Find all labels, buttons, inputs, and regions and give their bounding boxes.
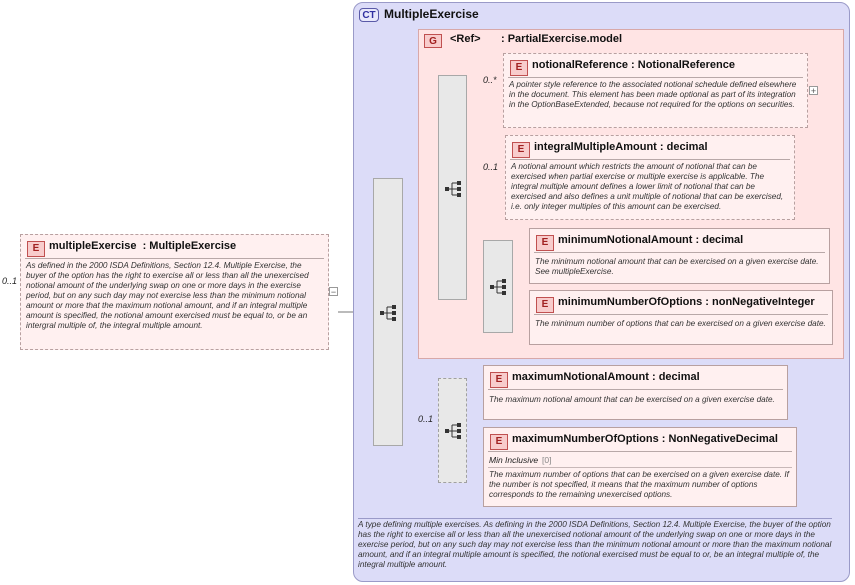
element-name: minimumNumberOfOptions bbox=[558, 296, 703, 308]
root-name: multipleExercise bbox=[49, 240, 137, 252]
element-maximum-notional-amount[interactable]: E maximumNotionalAmount : decimal The ma… bbox=[483, 365, 788, 420]
root-element-name: multipleExercise : MultipleExercise bbox=[49, 240, 236, 252]
complex-type-description: A type defining multiple exercises. As d… bbox=[358, 520, 832, 569]
element-notional-reference[interactable]: E notionalReference : NotionalReference … bbox=[503, 53, 808, 128]
element-tag: E bbox=[490, 434, 508, 450]
element-tag: E bbox=[536, 297, 554, 313]
element-type: : decimal bbox=[659, 141, 708, 153]
facet-value: [0] bbox=[542, 455, 552, 465]
element-name-line: integralMultipleAmount : decimal bbox=[534, 141, 708, 153]
occurrence-label: 0..1 bbox=[483, 162, 499, 172]
sequence-icon bbox=[445, 181, 461, 197]
element-tag: E bbox=[536, 235, 554, 251]
choice-occurrence: 0..1 bbox=[418, 414, 434, 424]
element-maximum-number-of-options[interactable]: E maximumNumberOfOptions : NonNegativeDe… bbox=[483, 427, 797, 507]
element-name: notionalReference bbox=[532, 59, 628, 71]
element-name-line: maximumNumberOfOptions : NonNegativeDeci… bbox=[512, 433, 778, 445]
element-name: minimumNotionalAmount bbox=[558, 234, 693, 246]
element-integral-multiple-amount[interactable]: E integralMultipleAmount : decimal A not… bbox=[505, 135, 795, 220]
root-description: As defined in the 2000 ISDA Definitions,… bbox=[26, 261, 309, 330]
group-tag: G bbox=[424, 34, 442, 48]
element-minimum-number-of-options[interactable]: E minimumNumberOfOptions : nonNegativeIn… bbox=[529, 290, 833, 345]
divider bbox=[488, 451, 792, 452]
root-type: MultipleExercise bbox=[149, 240, 237, 252]
element-name-line: notionalReference : NotionalReference bbox=[532, 59, 735, 71]
element-name: integralMultipleAmount bbox=[534, 141, 657, 153]
element-type: : NonNegativeDecimal bbox=[661, 433, 778, 445]
complex-type-name: MultipleExercise bbox=[384, 7, 479, 21]
root-occurrence: 0..1 bbox=[2, 276, 18, 286]
facet-label: Min Inclusive bbox=[489, 455, 539, 465]
element-name-line: minimumNumberOfOptions : nonNegativeInte… bbox=[558, 296, 815, 308]
optional-sequence-compositor[interactable] bbox=[438, 378, 467, 483]
element-description: The maximum number of options that can b… bbox=[489, 470, 789, 499]
complex-type-tag: CT bbox=[359, 8, 379, 22]
element-tag: E bbox=[512, 142, 530, 158]
divider bbox=[488, 389, 783, 390]
facet-divider bbox=[488, 467, 792, 468]
element-type: : nonNegativeInteger bbox=[705, 296, 815, 308]
root-element-box[interactable]: E multipleExercise : MultipleExercise As… bbox=[20, 234, 329, 350]
element-description: The minimum notional amount that can be … bbox=[535, 257, 819, 276]
divider bbox=[534, 314, 828, 315]
element-tag: E bbox=[510, 60, 528, 76]
element-minimum-notional-amount[interactable]: E minimumNotionalAmount : decimal The mi… bbox=[529, 228, 830, 284]
sequence-icon bbox=[445, 423, 461, 439]
element-description: A notional amount which restricts the am… bbox=[511, 162, 784, 211]
element-type: : decimal bbox=[651, 371, 700, 383]
collapse-toggle[interactable]: − bbox=[329, 287, 338, 297]
group-ref-label: <Ref> bbox=[450, 33, 481, 45]
element-name: maximumNotionalAmount bbox=[512, 371, 649, 383]
divider bbox=[534, 252, 825, 253]
element-name-line: maximumNotionalAmount : decimal bbox=[512, 371, 700, 383]
sequence-icon bbox=[490, 279, 506, 295]
element-description: The maximum notional amount that can be … bbox=[489, 395, 775, 404]
element-description: The minimum number of options that can b… bbox=[535, 319, 826, 328]
root-type-sep: : bbox=[142, 240, 147, 252]
element-description: A pointer style reference to the associa… bbox=[509, 80, 797, 109]
group-model-name: : PartialExercise.model bbox=[501, 33, 623, 45]
sequence-icon bbox=[380, 305, 396, 321]
sequence-compositor[interactable] bbox=[373, 178, 403, 446]
element-name-line: minimumNotionalAmount : decimal bbox=[558, 234, 743, 246]
divider bbox=[510, 159, 790, 160]
element-name: maximumNumberOfOptions bbox=[512, 433, 659, 445]
divider bbox=[25, 258, 324, 259]
element-type: : decimal bbox=[695, 234, 744, 246]
complex-type-divider bbox=[358, 518, 832, 519]
occurrence-label: 0..* bbox=[483, 75, 497, 85]
element-tag: E bbox=[490, 372, 508, 388]
expand-toggle[interactable]: + bbox=[809, 86, 818, 96]
element-type: : NotionalReference bbox=[631, 59, 735, 71]
inner-sequence-compositor[interactable] bbox=[483, 240, 513, 333]
divider bbox=[508, 77, 803, 78]
element-tag: E bbox=[27, 241, 45, 257]
group-sequence-compositor[interactable] bbox=[438, 75, 467, 300]
